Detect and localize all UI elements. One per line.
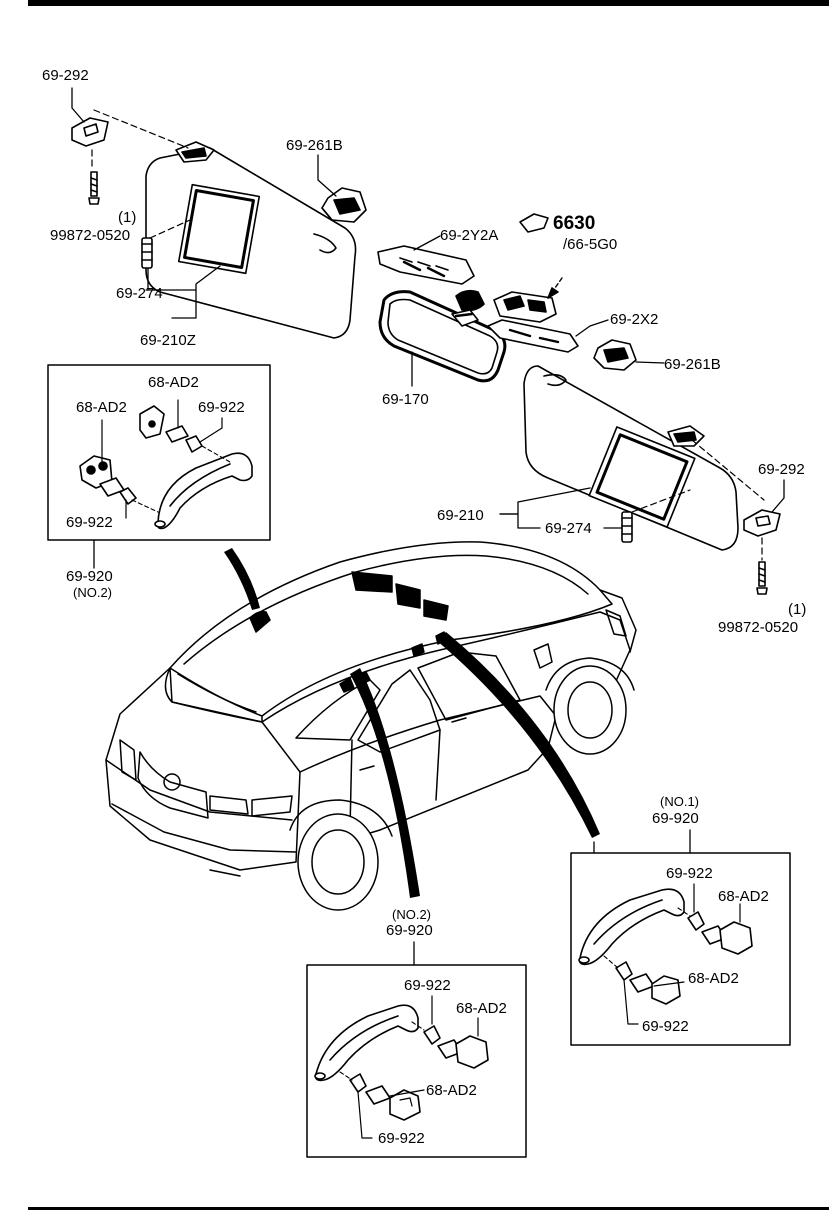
label-69-261B-right: 69-261B bbox=[664, 356, 721, 373]
map-lamp-unit bbox=[493, 291, 557, 323]
right-guide-lines bbox=[631, 439, 765, 561]
label-66-5G0: /66-5G0 bbox=[563, 236, 618, 253]
left-screw-icon bbox=[88, 171, 100, 205]
right-visor-holder bbox=[743, 509, 781, 537]
vehicle-illustration bbox=[105, 541, 637, 911]
left-visor-holder bbox=[71, 117, 109, 147]
grab-handle-box-1 bbox=[47, 364, 271, 541]
label-box2-69-922-bottom: 69-922 bbox=[642, 1018, 689, 1035]
label-69-292-right: 69-292 bbox=[758, 461, 805, 478]
label-box3-69-922-top: 69-922 bbox=[404, 977, 451, 994]
location-arrows bbox=[224, 548, 600, 898]
right-visor-pin bbox=[621, 511, 633, 543]
label-69-210: 69-210 bbox=[437, 507, 484, 524]
map-lamp-cover bbox=[377, 245, 475, 285]
grab-handle-box-2 bbox=[570, 829, 791, 1046]
label-box2-69-922-top: 69-922 bbox=[666, 865, 713, 882]
label-box3-68-AD2-mid: 68-AD2 bbox=[426, 1082, 477, 1099]
left-guide-lines bbox=[91, 109, 191, 239]
rearview-mirror bbox=[378, 290, 507, 383]
label-qty-left: (1) bbox=[118, 209, 137, 226]
label-box1-callout: 69-920 bbox=[66, 568, 113, 585]
label-box2-68-AD2-mid: 68-AD2 bbox=[688, 970, 739, 987]
label-69-274-right: 69-274 bbox=[545, 520, 592, 537]
right-screw-icon bbox=[756, 561, 768, 595]
label-69-2X2: 69-2X2 bbox=[610, 311, 659, 328]
label-box3-68-AD2-top: 68-AD2 bbox=[456, 1000, 507, 1017]
connector-6630-icon bbox=[519, 213, 549, 233]
label-box3-callout: 69-920 bbox=[386, 922, 433, 939]
mirror-mount bbox=[451, 289, 485, 327]
left-sun-visor bbox=[145, 141, 357, 339]
label-box3-callout-sub: (NO.2) bbox=[392, 907, 431, 922]
connector-arrow-icon bbox=[547, 287, 559, 299]
label-69-170: 69-170 bbox=[382, 391, 429, 408]
label-box3-69-922-bottom: 69-922 bbox=[378, 1130, 425, 1147]
label-box1-69-922-right: 69-922 bbox=[198, 399, 245, 416]
label-box2-callout-sub: (NO.1) bbox=[660, 794, 699, 809]
label-69-210Z: 69-210Z bbox=[140, 332, 196, 349]
label-box1-69-922-bottom: 69-922 bbox=[66, 514, 113, 531]
label-box1-68-AD2-top: 68-AD2 bbox=[148, 374, 199, 391]
label-qty-right: (1) bbox=[788, 601, 807, 618]
label-box1-68-AD2-left: 68-AD2 bbox=[76, 399, 127, 416]
visor-clip-top bbox=[321, 187, 367, 223]
label-6630: 6630 bbox=[553, 213, 596, 234]
top-border-bar bbox=[28, 0, 829, 6]
label-69-2Y2A: 69-2Y2A bbox=[440, 227, 499, 244]
visor-clip-right bbox=[593, 339, 637, 371]
map-lamp-lens bbox=[487, 319, 579, 353]
label-69-292-left: 69-292 bbox=[42, 67, 89, 84]
label-box2-callout: 69-920 bbox=[652, 810, 699, 827]
left-visor-pin bbox=[141, 237, 153, 269]
label-box2-68-AD2-top: 68-AD2 bbox=[718, 888, 769, 905]
bottom-border-bar bbox=[28, 1207, 829, 1210]
label-bolt-left: 99872-0520 bbox=[50, 227, 131, 244]
label-69-274-left: 69-274 bbox=[116, 285, 163, 302]
label-69-261B-top: 69-261B bbox=[286, 137, 343, 154]
grab-handle-box-3 bbox=[306, 941, 527, 1158]
label-box1-callout-sub: (NO.2) bbox=[73, 585, 112, 600]
right-sun-visor bbox=[523, 365, 739, 551]
leader-lines bbox=[71, 87, 785, 569]
label-bolt-right: 99872-0520 bbox=[718, 619, 799, 636]
